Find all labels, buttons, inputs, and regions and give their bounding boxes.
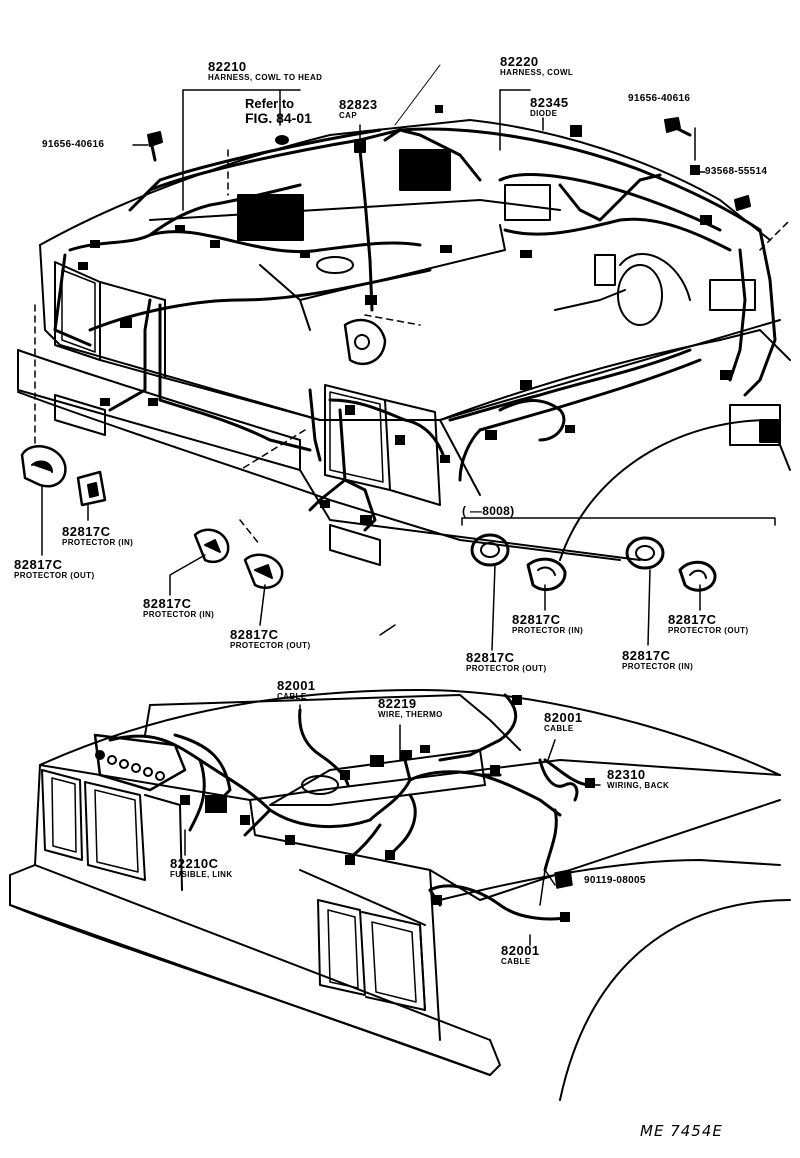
part-number: 82219 bbox=[378, 696, 417, 711]
figure-reference: Refer to FIG. 84-01 bbox=[245, 96, 312, 127]
label-diode: 82345 DIODE bbox=[530, 96, 569, 118]
part-number: 82817C bbox=[512, 612, 561, 627]
part-number: 82210C bbox=[170, 856, 219, 871]
label-bolt-left: 91656-40616 bbox=[42, 139, 105, 150]
part-description: HARNESS, COWL bbox=[500, 68, 574, 77]
label-bolt-right: 91656-40616 bbox=[628, 93, 691, 104]
part-description: PROTECTOR (OUT) bbox=[466, 664, 547, 673]
label-protector-out-3: 82817C PROTECTOR (OUT) bbox=[668, 613, 749, 635]
part-number: 82220 bbox=[500, 54, 539, 69]
part-description: WIRING, BACK bbox=[607, 781, 670, 790]
part-description: PROTECTOR (IN) bbox=[143, 610, 215, 619]
part-description: PROTECTOR (OUT) bbox=[230, 641, 311, 650]
engine-bay-components bbox=[237, 149, 781, 446]
label-cable-2: 82001 CABLE bbox=[544, 711, 583, 733]
part-number: 82001 bbox=[277, 678, 316, 693]
front-body-outline bbox=[17, 64, 791, 566]
front-harness-bundles bbox=[53, 127, 777, 532]
label-protector-in-1: 82817C PROTECTOR (IN) bbox=[62, 525, 133, 547]
label-cable-3: 82001 CABLE bbox=[501, 944, 540, 966]
label-harness-cowl: 82220 HARNESS, COWL bbox=[500, 55, 573, 77]
label-protector-in-3: 82817C PROTECTOR (IN) bbox=[512, 613, 583, 635]
ref-line2: FIG. 84-01 bbox=[245, 110, 312, 127]
part-number: 82310 bbox=[607, 767, 646, 782]
part-number: 82817C bbox=[622, 648, 671, 663]
part-number: 82817C bbox=[668, 612, 717, 627]
label-protector-in-2: 82817C PROTECTOR (IN) bbox=[143, 597, 214, 619]
front-small-parts bbox=[147, 117, 751, 211]
part-number: 82210 bbox=[208, 59, 247, 74]
label-protector-out-2: 82817C PROTECTOR (OUT) bbox=[230, 628, 311, 650]
label-harness-cowl-to-head: 82210 HARNESS, COWL TO HEAD bbox=[208, 60, 322, 82]
label-cap: 82823 CAP bbox=[339, 98, 378, 120]
label-wiring-back: 82310 WIRING, BACK bbox=[607, 768, 669, 790]
part-description: HARNESS, COWL TO HEAD bbox=[208, 73, 323, 82]
illustration-code: ME 7454E bbox=[640, 1122, 723, 1140]
part-description: PROTECTOR (IN) bbox=[62, 538, 134, 547]
part-number: 82817C bbox=[466, 650, 515, 665]
label-protector-out-1: 82817C PROTECTOR (OUT) bbox=[14, 558, 95, 580]
label-cable-1: 82001 CABLE bbox=[277, 679, 316, 701]
label-bolt-rear: 90119-08005 bbox=[584, 875, 646, 886]
part-description: PROTECTOR (OUT) bbox=[668, 626, 749, 635]
part-number: 82817C bbox=[143, 596, 192, 611]
battery-fuse-block bbox=[93, 733, 187, 792]
part-description: CABLE bbox=[544, 724, 574, 733]
part-number: 82817C bbox=[230, 627, 279, 642]
part-number: 82001 bbox=[544, 710, 583, 725]
part-description: DIODE bbox=[530, 109, 558, 118]
label-wire-thermo: 82219 WIRE, THERMO bbox=[378, 697, 443, 719]
view-divider bbox=[379, 624, 396, 636]
label-clamp: 93568-55514 bbox=[705, 166, 768, 177]
label-protector-in-4: 82817C PROTECTOR (IN) bbox=[622, 649, 693, 671]
rear-connectors bbox=[180, 695, 595, 922]
part-description: CABLE bbox=[501, 957, 531, 966]
label-serial-range: ( —8008) bbox=[462, 504, 515, 518]
part-description: CABLE bbox=[277, 692, 307, 701]
part-description: WIRE, THERMO bbox=[378, 710, 443, 719]
part-description: PROTECTOR (IN) bbox=[512, 626, 584, 635]
part-number: 82817C bbox=[62, 524, 111, 539]
part-number: 82823 bbox=[339, 97, 378, 112]
protector-grommets bbox=[20, 445, 717, 592]
part-description: PROTECTOR (OUT) bbox=[14, 571, 95, 580]
part-description: FUSIBLE, LINK bbox=[170, 870, 233, 879]
label-fusible-link: 82210C FUSIBLE, LINK bbox=[170, 857, 233, 879]
part-number: 82345 bbox=[530, 95, 569, 110]
part-number: 82001 bbox=[501, 943, 540, 958]
part-description: CAP bbox=[339, 111, 358, 120]
front-leader-lines bbox=[34, 89, 791, 651]
part-description: PROTECTOR (IN) bbox=[622, 662, 694, 671]
rear-leader-lines bbox=[184, 704, 601, 946]
label-protector-out-4: 82817C PROTECTOR (OUT) bbox=[466, 651, 547, 673]
part-number: 82817C bbox=[14, 557, 63, 572]
ref-line1: Refer to bbox=[245, 96, 295, 111]
front-connectors bbox=[78, 105, 732, 525]
